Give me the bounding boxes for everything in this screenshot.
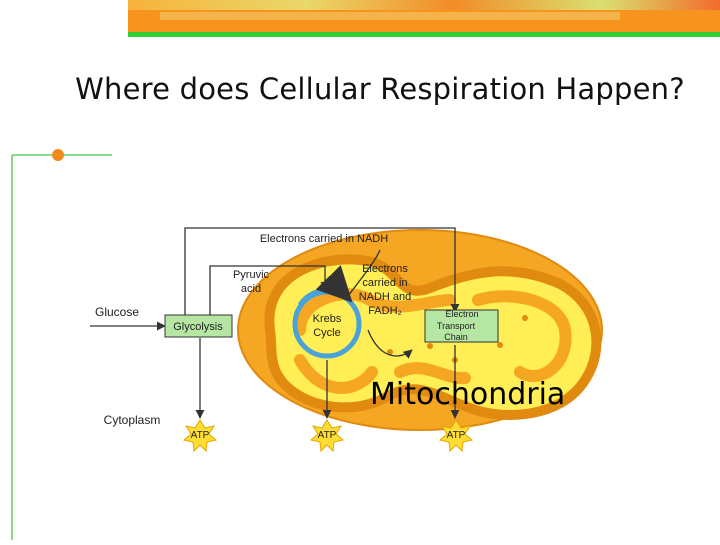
pyruvic-label-line1: Pyruvic: [233, 269, 270, 281]
glucose-label: Glucose: [95, 305, 139, 319]
krebs-label-line1: Krebs: [313, 313, 342, 325]
top-arrow-label: Electrons carried in NADH: [260, 233, 388, 245]
atp-star-3: ATP: [438, 419, 474, 453]
krebs-label-line2: Cycle: [313, 327, 341, 339]
atp-label-1: ATP: [191, 430, 210, 441]
electrons-arrow: [367, 329, 413, 359]
etc-label-line1: Electron: [445, 309, 478, 319]
etc-label-line3: Chain: [444, 332, 468, 342]
glycolysis-label: Glycolysis: [173, 321, 223, 333]
cytoplasm-label: Cytoplasm: [104, 413, 161, 427]
accent-dot: [52, 149, 64, 161]
mitochondria-label: Mitochondria: [370, 377, 566, 412]
electrons-label-line1: Electrons: [362, 263, 408, 275]
etc-label-line2: Transport: [437, 321, 476, 331]
electrons-label-line2: carried in: [362, 277, 407, 289]
electrons-label-line3: NADH and: [359, 291, 412, 303]
atp-label-2: ATP: [318, 430, 337, 441]
slide-title: Where does Cellular Respiration Happen?: [75, 72, 685, 106]
pyruvic-arrow: [209, 265, 330, 320]
pyruvic-label-line2: acid: [241, 283, 261, 295]
etc-box: [424, 309, 499, 343]
atp-star-1: ATP: [182, 419, 218, 453]
atp-star-2: ATP: [309, 419, 345, 453]
atp-label-3: ATP: [447, 430, 466, 441]
header-floral-strip: [128, 0, 720, 10]
electrons-label-line4: FADH₂: [368, 305, 402, 317]
glycolysis-box: [164, 314, 233, 338]
nadh-arrow: [184, 227, 460, 320]
header-green-bar: [128, 32, 720, 37]
